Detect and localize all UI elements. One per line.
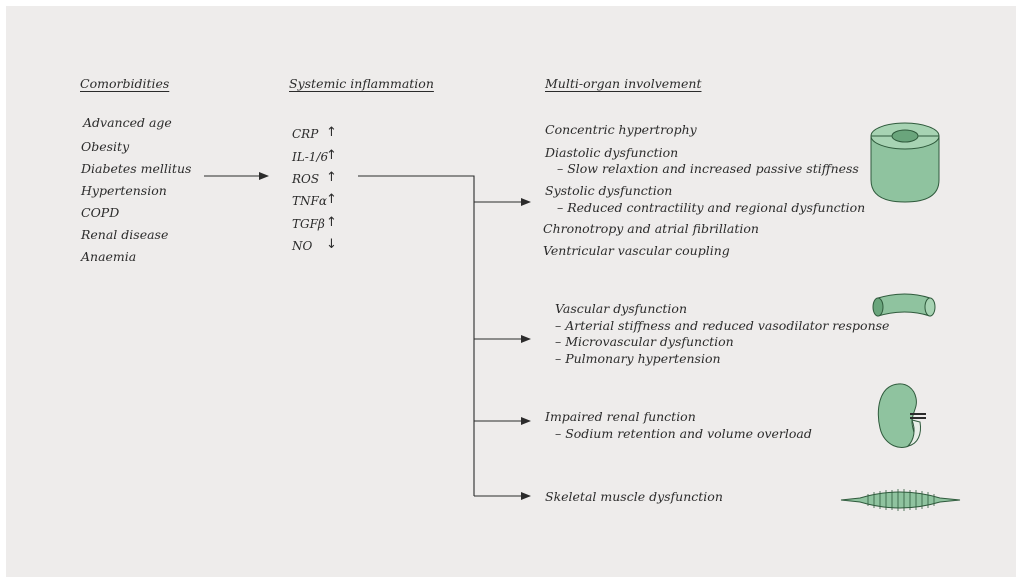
header-comorbidities: Comorbidities <box>80 76 170 91</box>
comorbidity-item: Diabetes mellitus <box>81 161 192 176</box>
arrow-up-icon: ↑ <box>326 125 337 140</box>
branch-trunk-line <box>358 175 475 496</box>
vascular-subitem: – Pulmonary hypertension <box>555 351 721 366</box>
comorbidity-item: Obesity <box>81 139 130 154</box>
skeletal-muscle-icon <box>840 489 961 511</box>
heart-item: Systolic dysfunction <box>545 183 673 198</box>
heart-item: Concentric hypertrophy <box>545 122 697 137</box>
comorbidity-item: Anaemia <box>81 249 137 264</box>
connector-lines <box>204 172 531 500</box>
heart-item: Ventricular vascular coupling <box>543 243 730 258</box>
heart-item: Chronotropy and atrial fibrillation <box>543 221 759 236</box>
vascular-item: Vascular dysfunction <box>555 301 688 316</box>
marker-name: TNFα <box>292 194 327 208</box>
comorbidity-item: Hypertension <box>81 183 167 198</box>
comorbidity-item: COPD <box>81 205 120 220</box>
heart-icon <box>870 122 940 203</box>
arrow-up-icon: ↑ <box>326 192 337 207</box>
renal-item: Impaired renal function <box>545 409 696 424</box>
marker-name: TGFβ <box>292 217 325 231</box>
heart-item: Diastolic dysfunction <box>545 145 679 160</box>
header-multi-organ-involvement: Multi-organ involvement <box>545 76 702 91</box>
heart-subitem: – Slow relaxtion and increased passive s… <box>557 161 859 176</box>
marker-name: CRP <box>292 127 319 141</box>
arrow-up-icon: ↑ <box>326 215 337 230</box>
marker-name: ROS <box>292 172 320 186</box>
vascular-subitem: – Arterial stiffness and reduced vasodil… <box>555 318 890 333</box>
arrow-up-icon: ↑ <box>326 170 337 185</box>
muscle-item: Skeletal muscle dysfunction <box>545 489 723 504</box>
header-systemic-inflammation: Systemic inflammation <box>289 76 434 91</box>
renal-subitem: – Sodium retention and volume overload <box>555 426 812 441</box>
vascular-subitem: – Microvascular dysfunction <box>555 334 734 349</box>
comorbidity-item: Advanced age <box>83 115 172 130</box>
heart-subitem: – Reduced contractility and regional dys… <box>557 200 866 215</box>
arrow-down-icon: ↓ <box>326 237 337 252</box>
marker-name: IL-1/6 <box>292 150 329 164</box>
marker-name: NO <box>292 239 313 253</box>
arrow-up-icon: ↑ <box>326 148 337 163</box>
diagram-panel <box>6 6 1016 577</box>
comorbidity-item: Renal disease <box>81 227 169 242</box>
blood-vessel-icon <box>872 293 936 317</box>
kidney-icon <box>877 383 926 448</box>
